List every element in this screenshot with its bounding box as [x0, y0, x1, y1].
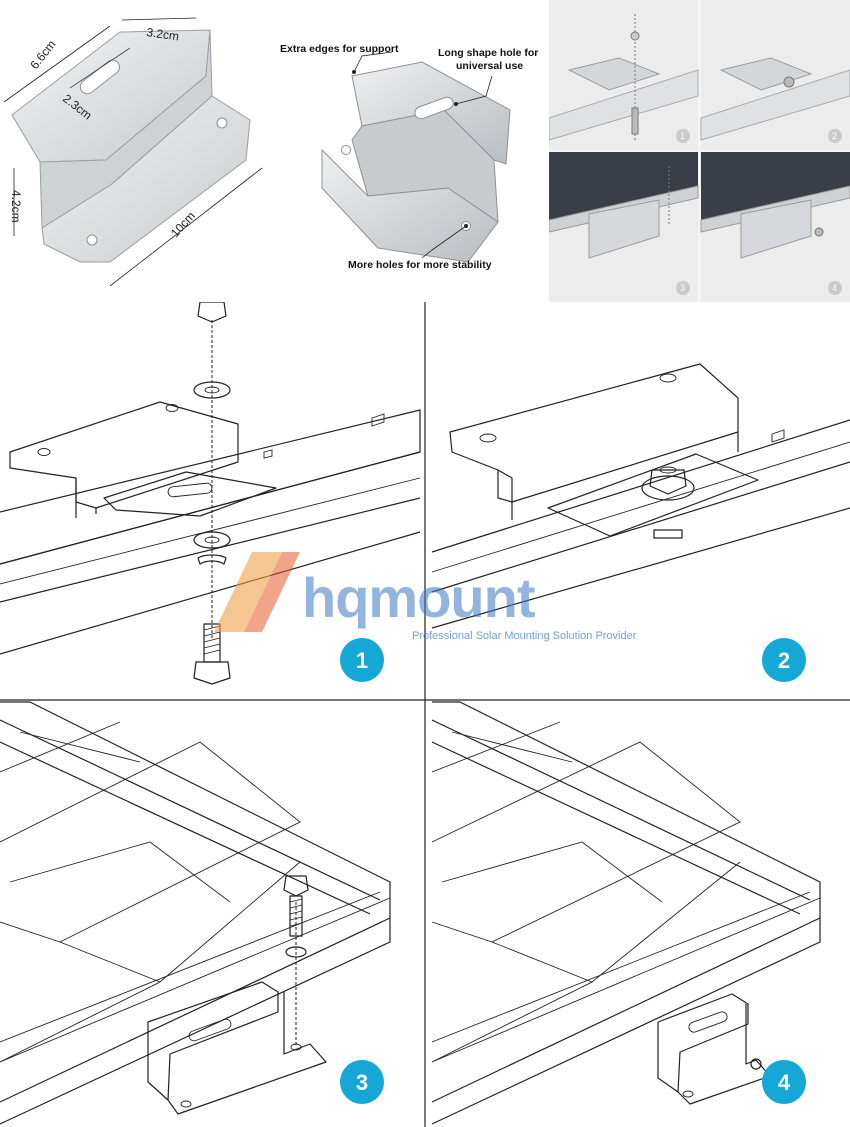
step-3-drawing: [0, 701, 391, 1125]
step-badge-1-number: 1: [356, 648, 368, 673]
slot-hole: [79, 59, 121, 95]
dim-height-label: 4.2cm: [9, 190, 23, 223]
mount-hole: [86, 234, 98, 246]
thumb-badge-1: 1: [680, 131, 685, 141]
watermark-logo-mark: [214, 552, 282, 632]
thumb-badge-2: 2: [832, 131, 837, 141]
step-badge-1: [340, 638, 384, 682]
step-4-drawing: [431, 701, 821, 1125]
callout-more-holes: More holes for more stability: [348, 259, 492, 271]
step-grid: 1 2: [0, 302, 850, 1127]
thumb-step-2: 2: [700, 0, 850, 150]
thumb-step-3: 3: [549, 152, 699, 302]
callout-long-hole-line2: universal use: [456, 60, 523, 72]
thumb-step-1: 1: [549, 0, 699, 150]
step-badge-3-number: 3: [356, 1070, 368, 1095]
thumb-step-4: 4: [700, 152, 850, 302]
bracket-bottom-flange: [41, 95, 251, 263]
thumb-badge-3: 3: [680, 283, 685, 293]
step-badge-4: [762, 1060, 806, 1104]
callout-extra-edges: Extra edges for support: [280, 43, 399, 55]
watermark-tagline: Professional Solar Mounting Solution Pro…: [412, 630, 637, 642]
step-badge-4-number: 4: [778, 1070, 791, 1095]
dim-line: [69, 47, 131, 89]
step-1-drawing: [0, 302, 421, 685]
callout-long-hole-line1: Long shape hole for: [438, 47, 538, 59]
step-2-drawing: [431, 363, 850, 629]
dim-line: [3, 25, 111, 103]
watermark-logo: hqmount Professional Solar Mounting Solu…: [214, 552, 637, 642]
dim-line: [121, 17, 197, 21]
dim-line: [109, 167, 263, 287]
thumbnail-steps: 1 2 3 4: [549, 0, 850, 302]
step-badge-2: [762, 638, 806, 682]
mount-hole: [216, 117, 228, 129]
dim-depth-label: 3.2cm: [146, 25, 180, 43]
dimension-drawing: 6.6cm 3.2cm 2.3cm 4.2cm 10cm: [0, 0, 270, 300]
step-badge-2-number: 2: [778, 648, 790, 673]
feature-callout-drawing: Extra edges for support Long shape hole …: [272, 0, 548, 300]
watermark-brand: hqmount: [302, 566, 535, 629]
step-badge-3: [340, 1060, 384, 1104]
thumb-badge-4: 4: [832, 283, 837, 293]
